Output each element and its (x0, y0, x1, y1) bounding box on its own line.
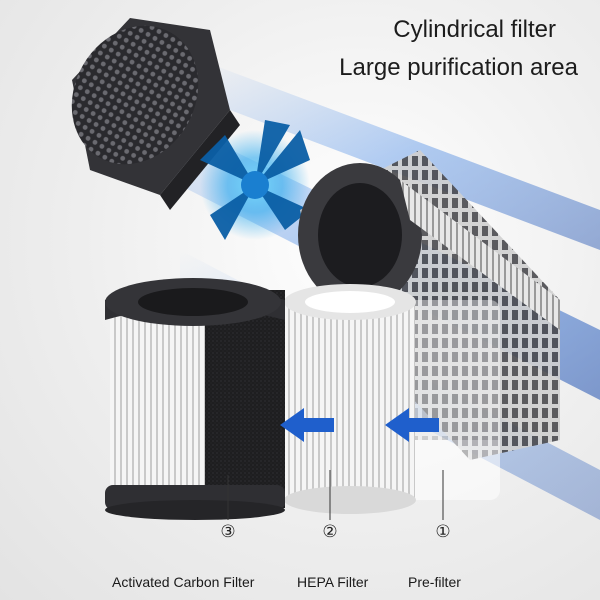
prefilter-translucent (390, 290, 500, 500)
layer-number-carbon: ③ (220, 522, 236, 541)
fan-blade (200, 120, 310, 240)
activated-carbon-filter (105, 278, 285, 520)
layer-number-prefilter: ① (435, 522, 451, 541)
layer-label-hepa: HEPA Filter (297, 574, 369, 590)
headline-line-2: Large purification area (339, 54, 578, 81)
flow-arrow-right (385, 408, 439, 442)
layer-number-hepa: ② (322, 522, 338, 541)
flow-arrow-left (280, 408, 334, 442)
hepa-filter (284, 284, 416, 514)
top-housing-cap (71, 18, 240, 210)
layer-label-carbon: Activated Carbon Filter (112, 574, 255, 590)
headline-line-1: Cylindrical filter (393, 16, 556, 43)
layer-label-prefilter: Pre-filter (408, 574, 461, 590)
callout-lines (227, 470, 444, 520)
